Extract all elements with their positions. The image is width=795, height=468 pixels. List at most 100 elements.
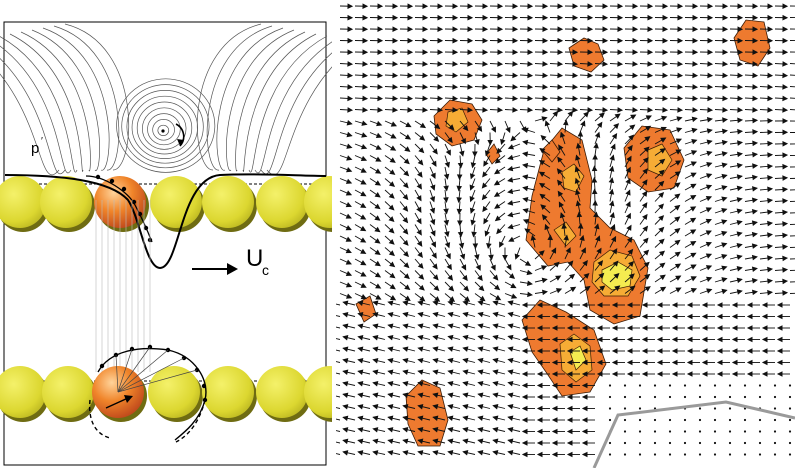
vector-arrowhead — [500, 138, 506, 146]
vector-arrowhead — [690, 150, 698, 156]
vector-arrowhead — [402, 182, 409, 189]
vector-arrowhead — [674, 193, 681, 200]
vector-arrowhead — [626, 236, 633, 243]
vector-arrowhead — [522, 127, 529, 133]
vector-arrowhead — [432, 438, 439, 445]
vector-arrowhead — [626, 359, 633, 366]
vector-arrowhead — [641, 359, 648, 366]
vector-arrowhead — [392, 61, 399, 67]
vector-arrowhead — [581, 428, 588, 435]
vector-arrowhead — [540, 204, 547, 211]
vector-arrowhead — [417, 171, 423, 178]
vector-arrowhead — [507, 323, 514, 329]
vector-arrowhead — [690, 195, 697, 201]
vector-arrowhead — [721, 139, 728, 146]
vector-arrowhead — [736, 254, 743, 260]
vector-arrowhead — [632, 84, 639, 90]
vector-arrowhead — [462, 427, 469, 433]
vector-arrowhead — [609, 154, 615, 161]
vector-arrowhead — [596, 247, 602, 254]
contour-patch — [355, 295, 377, 323]
vector-arrowhead — [404, 295, 411, 301]
vector-arrowhead — [417, 262, 424, 269]
vector-arrowhead — [782, 278, 789, 285]
vector-arrowhead — [656, 313, 663, 320]
vector-arrowhead — [417, 392, 424, 398]
vector-arrowhead — [671, 325, 678, 331]
vector-arrowhead — [507, 380, 514, 387]
vector-arrowhead — [767, 209, 774, 215]
vector-arrowhead — [596, 371, 603, 377]
vector-arrowhead — [387, 334, 394, 341]
vector-arrowhead — [372, 450, 379, 456]
vector-arrowhead — [641, 302, 648, 308]
vector-arrowhead — [360, 191, 367, 197]
vector-arrowhead — [658, 192, 665, 199]
vector-arrowhead — [418, 147, 425, 154]
vector-dot — [623, 395, 627, 399]
vector-arrowhead — [625, 201, 631, 208]
vector-arrowhead — [551, 313, 558, 320]
vector-arrowhead — [677, 37, 684, 44]
vector-arrowhead — [390, 133, 397, 139]
vector-arrowhead — [377, 95, 384, 102]
vector-arrowhead — [659, 286, 667, 293]
vector-arrowhead — [360, 225, 367, 232]
vector-arrowhead — [482, 95, 489, 102]
vector-arrowhead — [374, 215, 381, 221]
vector-arrowhead — [357, 346, 364, 352]
vector-arrowhead — [387, 438, 394, 445]
vector-arrowhead — [507, 165, 514, 172]
vector-arrowhead — [347, 107, 354, 113]
vector-arrowhead — [482, 84, 489, 90]
vector-arrowhead — [347, 61, 354, 67]
vector-arrowhead — [345, 201, 352, 208]
vector-dot — [653, 384, 657, 387]
vector-arrowhead — [721, 265, 728, 271]
vector-arrowhead — [524, 228, 531, 234]
vector-arrowhead — [581, 382, 588, 389]
vector-arrowhead — [751, 186, 758, 192]
vector-dot — [623, 418, 627, 422]
upper-grain-bed — [0, 176, 332, 232]
vector-arrowhead — [592, 199, 598, 206]
vector-arrowhead — [417, 438, 424, 445]
vector-arrowhead — [752, 95, 759, 102]
velocity-vector — [789, 269, 795, 271]
vector-arrowhead — [555, 275, 562, 281]
vector-arrowhead — [575, 200, 582, 207]
vector-arrowhead — [493, 191, 501, 197]
trajectory-dashed-tail — [175, 399, 206, 443]
vector-dot — [728, 407, 732, 410]
vector-arrowhead — [497, 26, 504, 32]
vector-arrowhead — [767, 289, 774, 296]
vector-arrowhead — [402, 346, 409, 352]
vector-arrowhead — [707, 107, 714, 113]
vector-arrowhead — [721, 242, 728, 248]
grain — [256, 366, 308, 418]
closed-streamline — [116, 78, 216, 173]
vector-arrowhead — [761, 313, 768, 320]
vector-arrowhead — [614, 113, 621, 119]
grain — [150, 176, 202, 228]
vortex-center — [161, 129, 165, 133]
vector-arrowhead — [402, 427, 409, 433]
vector-arrowhead — [387, 427, 394, 433]
vector-arrowhead — [462, 323, 469, 329]
vector-arrowhead — [737, 61, 744, 67]
vector-arrowhead — [602, 26, 609, 32]
vector-arrowhead — [507, 177, 514, 183]
vector-arrowhead — [497, 84, 504, 90]
vector-arrowhead — [692, 107, 699, 113]
vector-arrowhead — [575, 142, 582, 149]
vector-arrowhead — [527, 291, 534, 298]
grain — [304, 366, 332, 418]
vector-arrowhead — [377, 26, 384, 32]
vector-dot — [788, 395, 792, 399]
vector-dot — [653, 395, 657, 399]
vector-dot — [758, 453, 762, 456]
vector-arrowhead — [416, 195, 422, 202]
vector-arrowhead — [452, 37, 459, 44]
vector-arrowhead — [782, 72, 789, 79]
vector-arrowhead — [662, 14, 669, 21]
